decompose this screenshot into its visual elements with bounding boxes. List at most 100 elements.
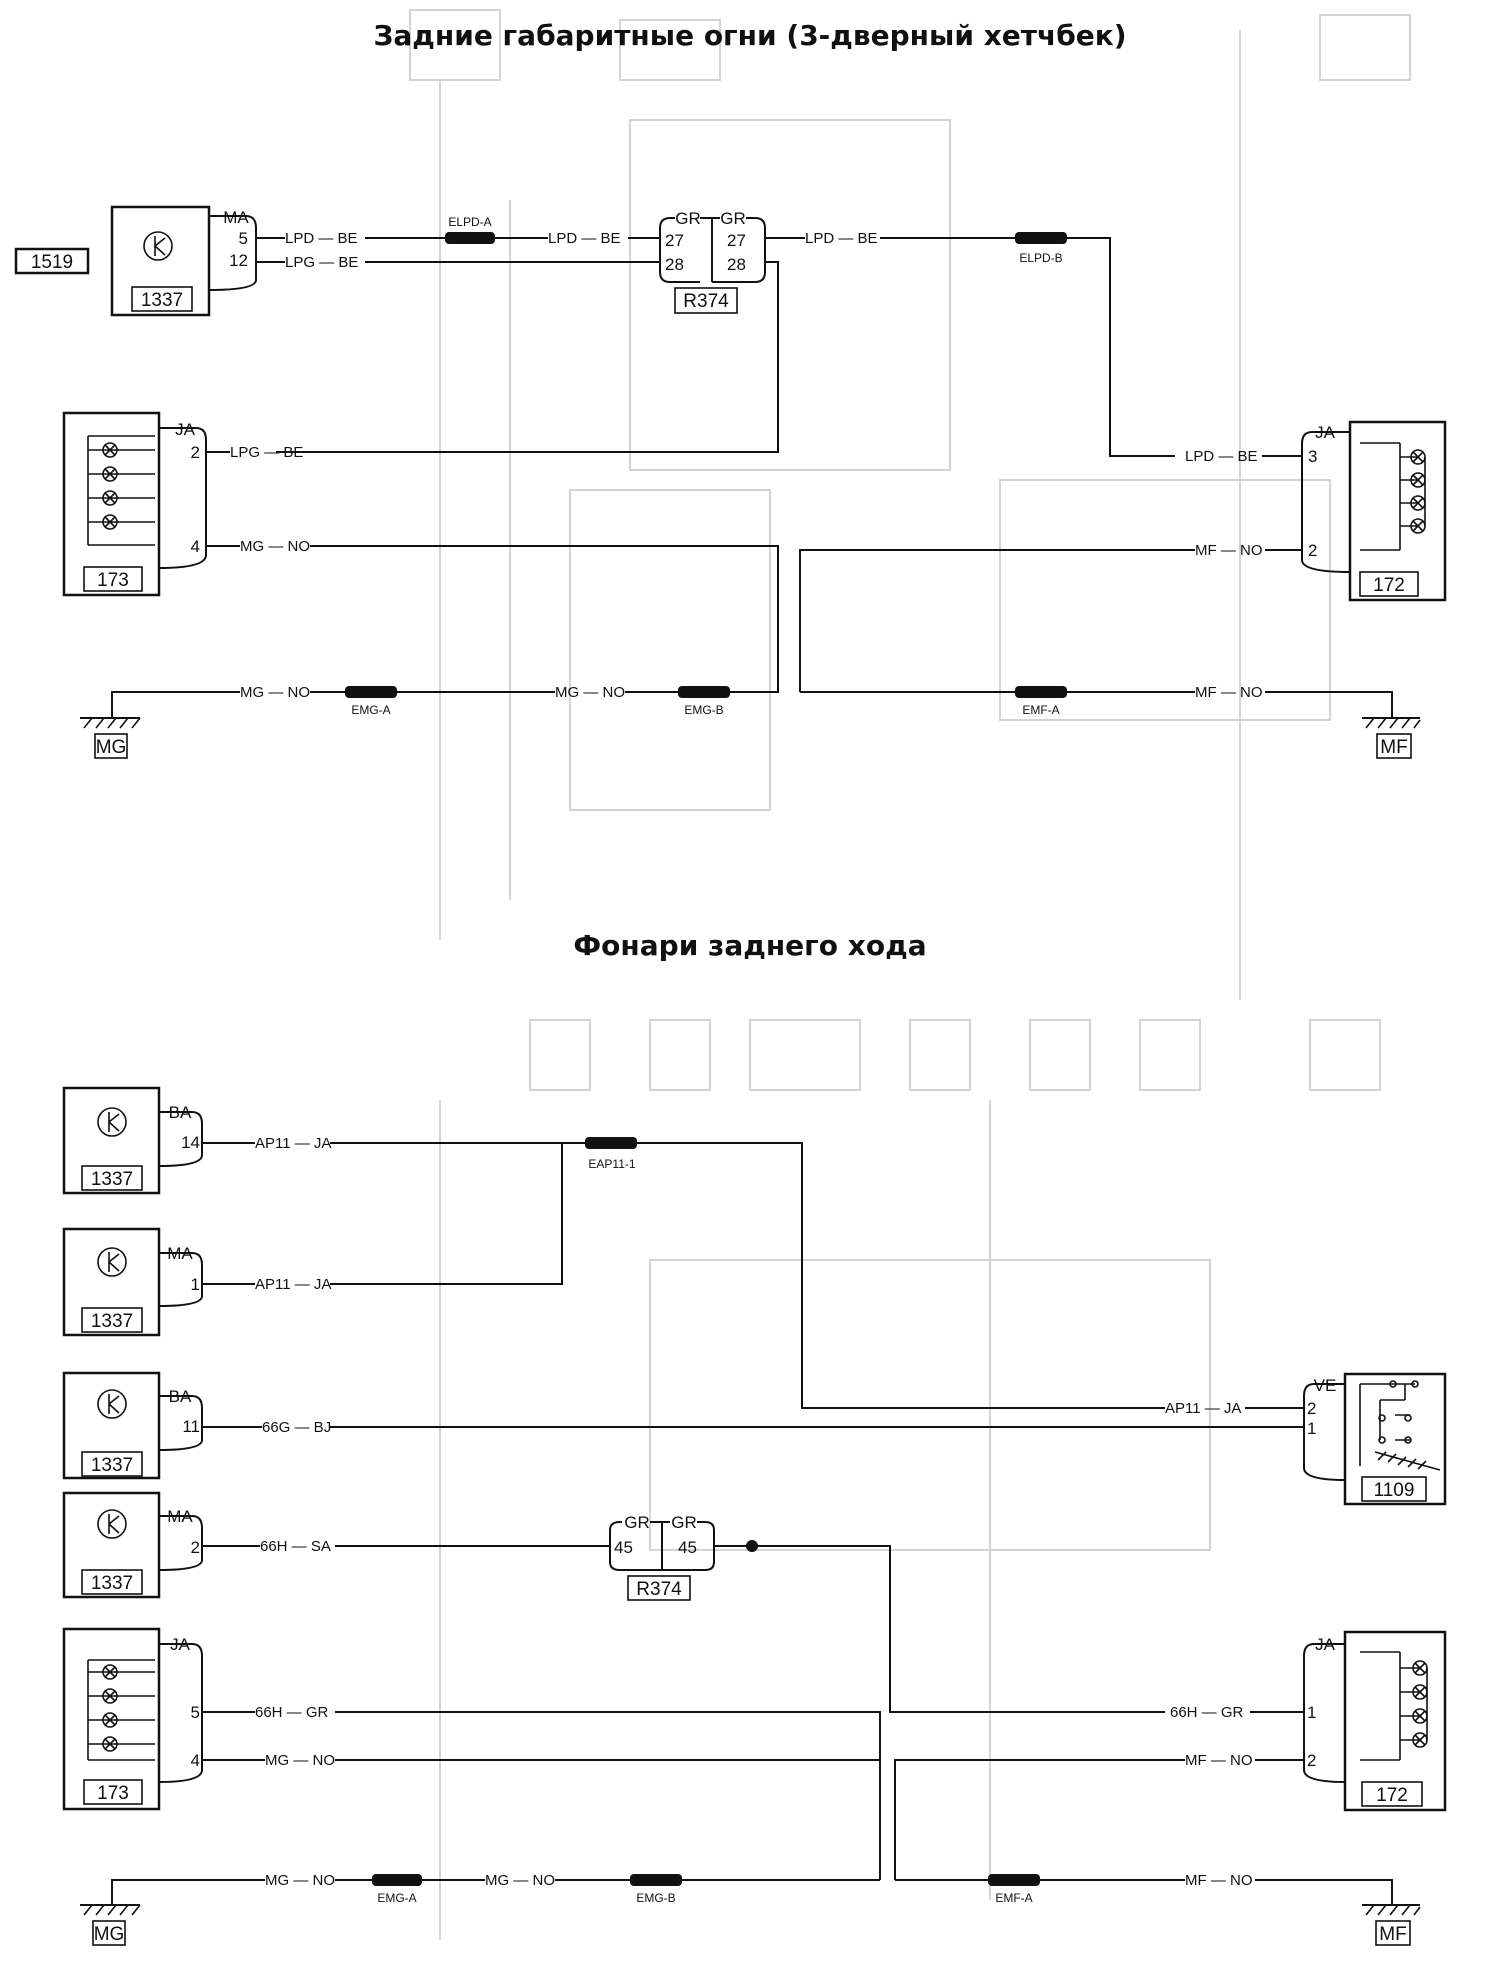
wire-label: MG — NO bbox=[265, 1752, 335, 1769]
pin-2: 2 bbox=[1307, 1399, 1316, 1418]
lamp-cross-icon bbox=[1400, 449, 1426, 534]
ground-label: MF bbox=[1380, 737, 1407, 758]
splice-label: EMG-A bbox=[377, 1891, 416, 1905]
connector-id: 173 bbox=[97, 1783, 129, 1804]
ground-icon bbox=[80, 1904, 141, 1916]
pin-2: 2 bbox=[191, 443, 200, 462]
switch-symbol-icon bbox=[97, 1107, 127, 1137]
connector-172: 172 bbox=[1348, 420, 1447, 602]
connector-color: GR bbox=[675, 209, 701, 228]
wire-label: MG — NO bbox=[265, 1872, 335, 1889]
background-ghosting bbox=[409, 9, 1411, 1940]
wire-label: LPG — BE bbox=[230, 444, 303, 461]
ground-label: MG bbox=[96, 737, 127, 758]
connector-r374-2: R374 bbox=[609, 1521, 715, 1601]
wire-label: AP11 — JA bbox=[255, 1135, 331, 1152]
wire-label: LPG — BE bbox=[285, 254, 358, 271]
splice-emf-a bbox=[1015, 686, 1067, 698]
splice-elpd-b bbox=[1015, 232, 1067, 244]
ref-box-label: 1519 bbox=[31, 252, 73, 273]
pin-27: 27 bbox=[727, 231, 746, 250]
switch-symbol-icon bbox=[97, 1247, 127, 1277]
connector-172-2: 172 bbox=[1343, 1630, 1447, 1812]
connector-1337: 1337 bbox=[110, 205, 211, 317]
connector-173: 173 bbox=[62, 411, 161, 597]
pin-4: 4 bbox=[191, 1751, 200, 1770]
section2-title: Фонари заднего хода bbox=[573, 929, 926, 962]
pin-2: 2 bbox=[1307, 1751, 1316, 1770]
splice-label: EMF-A bbox=[995, 1891, 1032, 1905]
pin-28: 28 bbox=[727, 255, 746, 274]
ground-icon bbox=[1362, 717, 1421, 729]
wire-label: 66H — SA bbox=[260, 1538, 331, 1555]
ground-label: MG bbox=[94, 1924, 125, 1945]
connector-173-2: 173 bbox=[62, 1627, 161, 1811]
pin-5: 5 bbox=[191, 1703, 200, 1722]
connector-r374: R374 bbox=[659, 217, 766, 314]
pin-11: 11 bbox=[182, 1417, 200, 1436]
ground-mf-label-box bbox=[1375, 1920, 1411, 1946]
wire-label: 66G — BJ bbox=[262, 1419, 331, 1436]
splice-label: EMF-A bbox=[1022, 703, 1059, 717]
switch-symbol-icon bbox=[97, 1509, 127, 1539]
ground-mg-label-box bbox=[92, 1920, 126, 1946]
wire-label: MF — NO bbox=[1195, 542, 1263, 559]
switch-symbol-icon bbox=[143, 231, 173, 261]
pin-14: 14 bbox=[181, 1133, 200, 1152]
connector-id: R374 bbox=[636, 1579, 682, 1600]
section1-title: Задние габаритные огни (3-дверный хетчбе… bbox=[373, 19, 1126, 52]
splice-emg-b bbox=[678, 686, 730, 698]
wire-label: MG — NO bbox=[240, 538, 310, 555]
lamp-cross-icon bbox=[88, 1664, 155, 1752]
splice-label: ELPD-B bbox=[1019, 251, 1062, 265]
wire-label: MG — NO bbox=[240, 684, 310, 701]
connector-color: GR bbox=[720, 209, 746, 228]
wire-label: MG — NO bbox=[555, 684, 625, 701]
connector-color: JA bbox=[1315, 423, 1336, 442]
connector-id: 1337 bbox=[91, 1169, 133, 1190]
wire-label: MF — NO bbox=[1185, 1752, 1253, 1769]
connector-color: VE bbox=[1314, 1376, 1337, 1395]
splice-label: EAP11-1 bbox=[588, 1157, 635, 1171]
splice-label: EMG-A bbox=[351, 703, 390, 717]
lamp-cross-icon bbox=[1400, 1660, 1428, 1748]
ground-label: MF bbox=[1379, 1924, 1406, 1945]
pin-1: 1 bbox=[1307, 1703, 1316, 1722]
pin-27: 27 bbox=[665, 231, 684, 250]
splice-eap11-1 bbox=[585, 1137, 637, 1149]
wire-label: 66H — GR bbox=[255, 1704, 329, 1721]
wire-label: LPD — BE bbox=[548, 230, 621, 247]
switch-symbol-icon bbox=[97, 1389, 127, 1419]
pin-1: 1 bbox=[191, 1275, 200, 1294]
wire-label: AP11 — JA bbox=[255, 1276, 331, 1293]
connector-color: BA bbox=[169, 1103, 192, 1122]
connector-color: JA bbox=[170, 1635, 191, 1654]
connector-color: JA bbox=[1315, 1635, 1336, 1654]
junction-dot bbox=[746, 1540, 758, 1552]
connector-id: 173 bbox=[97, 570, 129, 591]
connector-id: 1337 bbox=[91, 1455, 133, 1476]
connector-1337-b: 1337 bbox=[62, 1227, 161, 1337]
splice-elpd-a bbox=[445, 232, 495, 244]
ground-icon bbox=[1362, 1904, 1421, 1916]
connector-id: 1109 bbox=[1374, 1480, 1415, 1501]
lamp-cross-icon bbox=[88, 442, 155, 530]
connector-id: 1337 bbox=[91, 1573, 133, 1594]
wire-label: LPD — BE bbox=[805, 230, 878, 247]
connector-id: 1337 bbox=[141, 290, 183, 311]
splice-emg-b bbox=[630, 1874, 682, 1886]
connector-1109: 1109 bbox=[1343, 1372, 1447, 1506]
wire-label: MF — NO bbox=[1185, 1872, 1253, 1889]
connector-id: 172 bbox=[1376, 1785, 1408, 1806]
ground-icon bbox=[80, 717, 141, 729]
pin-12: 12 bbox=[229, 251, 248, 270]
connector-color: MA bbox=[167, 1244, 193, 1263]
pin-2: 2 bbox=[1308, 541, 1317, 560]
pin-45: 45 bbox=[614, 1538, 633, 1557]
ground-mg-label-box bbox=[94, 733, 128, 759]
wire-label: MF — NO bbox=[1195, 684, 1263, 701]
wire-label: AP11 — JA bbox=[1165, 1400, 1241, 1417]
connector-1337-c: 1337 bbox=[62, 1371, 161, 1480]
connector-color: GR bbox=[624, 1513, 650, 1532]
pin-4: 4 bbox=[191, 537, 200, 556]
